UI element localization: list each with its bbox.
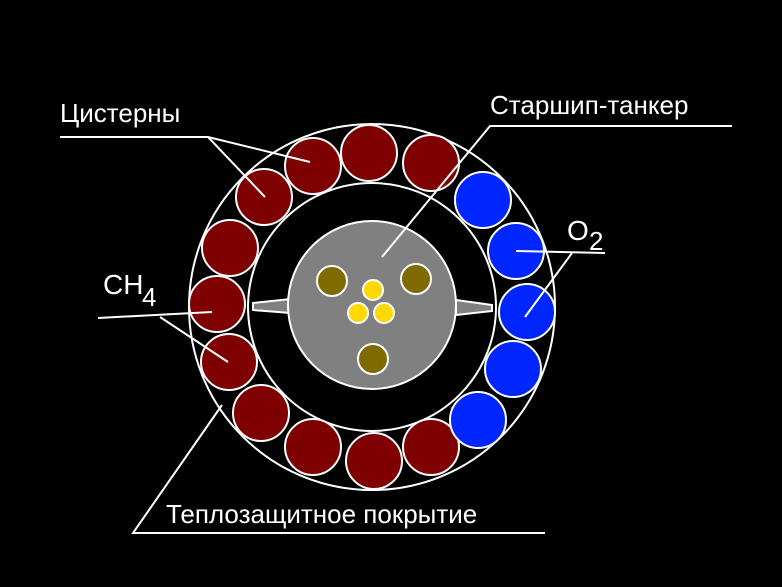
methane-tank [345, 432, 403, 490]
oxygen-tank [498, 283, 556, 341]
methane-tank [232, 384, 290, 442]
vacuum-engine [316, 265, 348, 297]
label-ch4: CH [103, 269, 143, 300]
label-starship: Старшип-танкер [490, 90, 688, 120]
right-fin [455, 298, 493, 317]
oxygen-tank [484, 340, 542, 398]
sea-level-engine [347, 302, 369, 324]
methane-tank [188, 275, 246, 333]
starship-leader [381, 125, 732, 258]
sea-level-engine [373, 302, 395, 324]
leader-lines [60, 125, 732, 534]
o2-leader [515, 250, 606, 254]
o2-leader-2 [524, 252, 573, 318]
methane-tank [200, 333, 258, 391]
starship-body [287, 220, 457, 390]
vacuum-engine [357, 343, 389, 375]
tanks-leader-2 [207, 136, 266, 198]
methane-tank [284, 137, 342, 195]
methane-tank [201, 219, 259, 277]
inner-ring [247, 182, 497, 432]
oxygen-tank [449, 391, 507, 449]
methane-tank [402, 418, 460, 476]
left-fin [252, 297, 292, 315]
ch4-leader [97, 311, 213, 319]
label-heat-shield: Теплозащитное покрытие [166, 499, 477, 529]
label-o2-subscript: 2 [589, 226, 603, 256]
tanks-leader [60, 136, 311, 163]
engines-group [316, 263, 432, 375]
methane-tank [402, 134, 460, 192]
oxygen-tank [454, 171, 512, 229]
heat-shield-leader [131, 404, 545, 534]
methane-tank [284, 418, 342, 476]
methane-tank [340, 124, 398, 182]
label-ch4-subscript: 4 [142, 282, 156, 312]
vacuum-engine [400, 263, 432, 295]
sea-level-engine [362, 279, 384, 301]
ch4-leader-2 [159, 316, 229, 363]
label-tanks: Цистерны [60, 98, 180, 128]
label-o2: O [567, 215, 589, 246]
